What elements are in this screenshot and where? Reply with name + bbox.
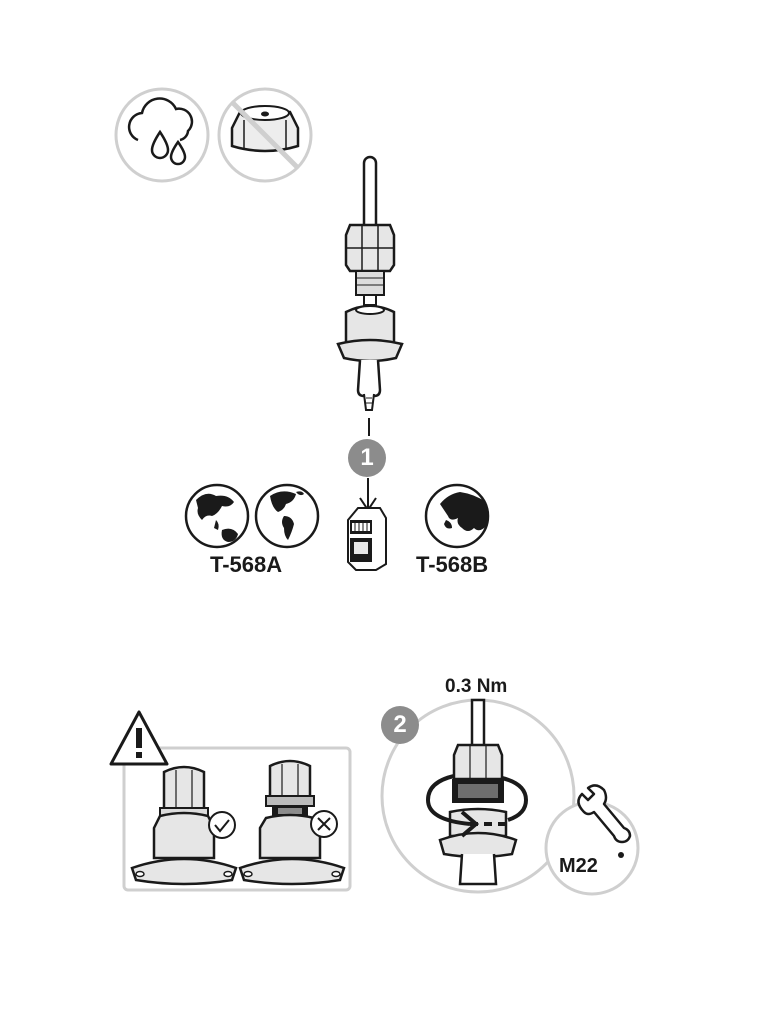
cable-gland-assembly <box>336 155 404 436</box>
europe-globe-icon <box>424 483 490 549</box>
check-circle-icon <box>208 811 236 839</box>
rj45-connector-icon <box>347 507 387 571</box>
rain-drops-icon <box>114 87 210 183</box>
torque-label: 0.3 Nm <box>445 676 508 697</box>
no-cap-icon <box>217 87 313 183</box>
cross-circle-icon <box>310 810 338 838</box>
gland-correct-illustration <box>130 765 238 886</box>
wrench-icon <box>544 784 640 896</box>
wrench-size-label: M22 <box>559 855 598 877</box>
wiring-standard-b-label: T-568B <box>416 552 489 577</box>
warning-triangle-icon <box>109 710 169 766</box>
gland-incorrect-illustration <box>238 759 346 886</box>
rotation-arrow-icon <box>425 774 529 838</box>
step-2-badge: 2 <box>381 706 419 744</box>
insert-arrow <box>359 478 377 512</box>
step-1-badge: 1 <box>348 439 386 477</box>
tightening-detail <box>380 698 576 894</box>
asia-australia-globe-icon <box>184 483 250 549</box>
americas-globe-icon <box>254 483 320 549</box>
wiring-standard-a-label: T-568A <box>210 552 283 577</box>
